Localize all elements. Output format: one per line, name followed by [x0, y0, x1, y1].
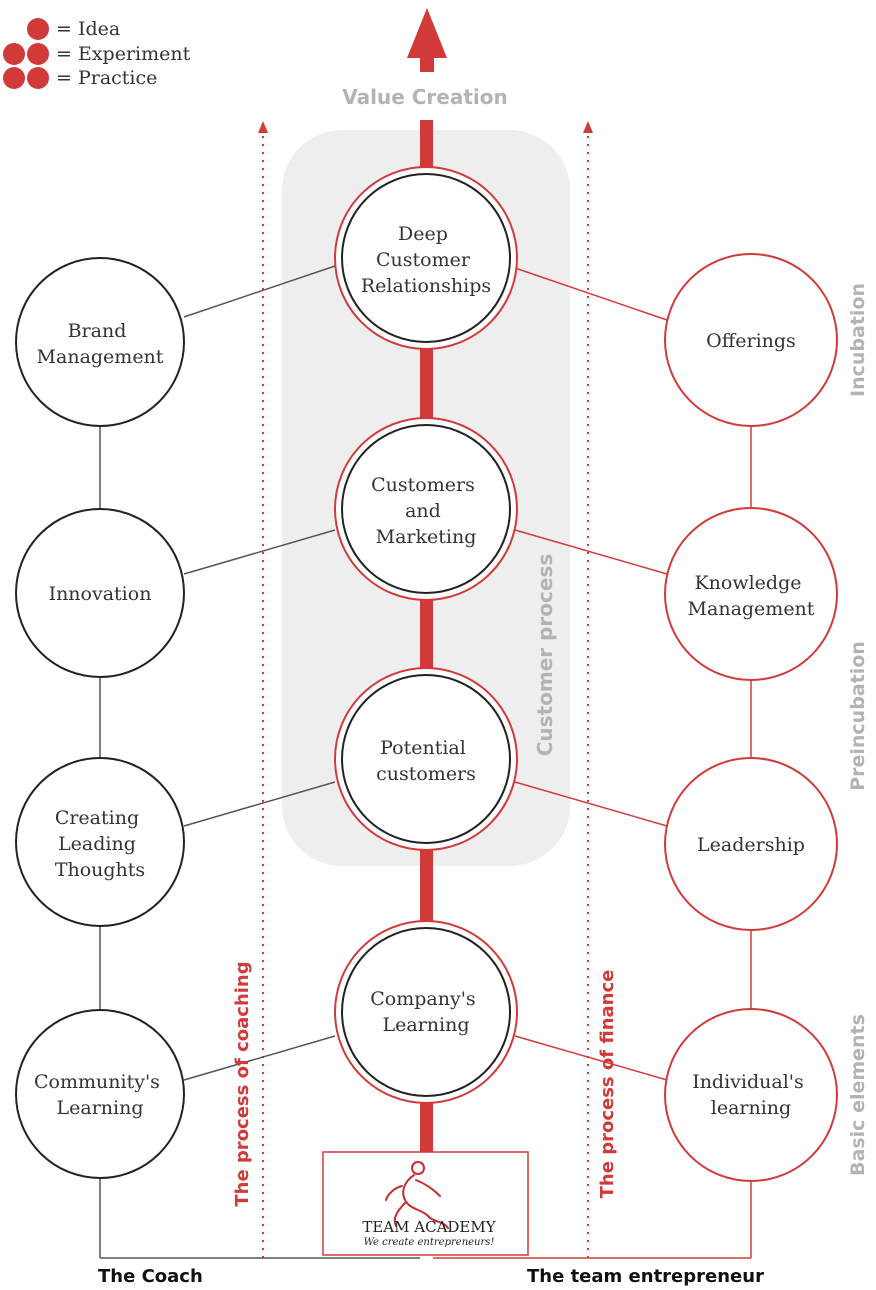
team-academy-logo: TEAM ACADEMY We create entrepreneurs!: [322, 1151, 529, 1256]
node-line: and: [405, 500, 441, 522]
legend: = Idea = Experiment = Practice: [3, 18, 191, 89]
svg-text:Community's Learning: Community's Learning: [34, 1071, 166, 1119]
right-node-knowledge-management: Knowledge Management: [664, 507, 838, 681]
svg-text:Creating Leading T: Creating Leading Thoughts: [55, 807, 145, 881]
svg-text:Brand Management: Brand Management: [37, 320, 164, 368]
node-line: learning: [711, 1097, 791, 1119]
svg-text:Potential customers: Potential customers: [376, 737, 476, 785]
finance-process-arrow: [583, 121, 593, 1258]
svg-text:Offerings: Offerings: [706, 330, 796, 352]
central-spine: [420, 120, 433, 1160]
left-node-innovation: Innovation: [15, 508, 185, 678]
logo-name: TEAM ACADEMY: [362, 1218, 496, 1236]
customer-process-label: Customer process: [533, 554, 557, 757]
node-line: Innovation: [49, 583, 152, 605]
node-line: Leading: [58, 833, 136, 855]
node-line: customers: [376, 763, 476, 785]
node-line: Management: [688, 598, 815, 620]
value-creation-label: Value Creation: [342, 85, 508, 109]
node-line: Marketing: [376, 526, 477, 548]
footer-team-entrepreneur-label: The team entrepreneur: [527, 1266, 764, 1287]
svg-text:Company's Learning: Company's Learning: [370, 988, 481, 1036]
node-line: Leadership: [697, 834, 805, 856]
node-line: Relationships: [361, 275, 491, 297]
node-line: Offerings: [706, 330, 796, 352]
node-line: Potential: [380, 737, 466, 759]
node-line: Customers: [371, 474, 475, 496]
center-right-connectors: [514, 267, 668, 1081]
center-node-deep-customer-relationships: Deep Customer Relationships: [334, 166, 518, 350]
node-line: Management: [37, 346, 164, 368]
svg-text:Customers and Mark: Customers and Marketing: [371, 474, 481, 548]
logo-tagline: We create entrepreneurs!: [364, 1237, 495, 1248]
right-node-leadership: Leadership: [664, 757, 838, 931]
stage-label-basic-elements: Basic elements: [847, 1014, 869, 1176]
right-node-offerings: Offerings: [664, 253, 838, 427]
stage-label-incubation: Incubation: [847, 283, 869, 397]
node-line: Brand: [68, 320, 127, 342]
value-creation-arrow: [407, 8, 447, 72]
node-line: Company's: [370, 988, 475, 1010]
svg-text:Innovation: Innovation: [49, 583, 152, 605]
center-node-companys-learning: Company's Learning: [334, 920, 518, 1104]
right-node-individuals-learning: Individual's learning: [664, 1008, 838, 1182]
node-line: Learning: [57, 1097, 144, 1119]
center-left-connectors: [183, 265, 336, 1081]
left-node-creating-leading-thoughts: Creating Leading Thoughts: [15, 757, 185, 927]
node-line: Deep: [398, 223, 448, 245]
footer-coach-label: The Coach: [98, 1266, 203, 1287]
left-node-communitys-learning: Community's Learning: [15, 1009, 185, 1179]
left-node-brand-management: Brand Management: [15, 257, 185, 427]
node-line: Individual's: [692, 1071, 804, 1093]
runner-figure-icon: [385, 1161, 449, 1229]
node-line: Thoughts: [55, 859, 145, 881]
legend-idea-dots: [27, 18, 49, 40]
node-line: Knowledge: [694, 572, 801, 594]
svg-text:Knowledge Management: Knowledge Management: [688, 572, 815, 620]
finance-process-label: The process of finance: [597, 970, 618, 1199]
legend-practice-label: = Practice: [56, 67, 157, 89]
legend-idea-label: = Idea: [56, 18, 120, 40]
legend-practice-dots: [3, 67, 49, 89]
legend-experiment-label: = Experiment: [56, 43, 191, 65]
svg-text:Deep Customer Rela: Deep Customer Relationships: [361, 223, 491, 297]
node-line: Community's: [34, 1071, 160, 1093]
legend-experiment-dots: [3, 43, 49, 65]
svg-text:Individual's learning: Individual's learning: [692, 1071, 810, 1119]
node-line: Creating: [55, 807, 139, 829]
svg-text:Leadership: Leadership: [697, 834, 805, 856]
node-line: Learning: [383, 1014, 470, 1036]
coaching-process-arrow: [258, 121, 268, 1258]
node-line: Customer: [376, 249, 471, 271]
stage-label-preincubation: Preincubation: [847, 641, 869, 791]
coaching-process-label: The process of coaching: [232, 961, 253, 1206]
center-node-customers-and-marketing: Customers and Marketing: [334, 417, 518, 601]
center-node-potential-customers: Potential customers: [334, 667, 518, 851]
